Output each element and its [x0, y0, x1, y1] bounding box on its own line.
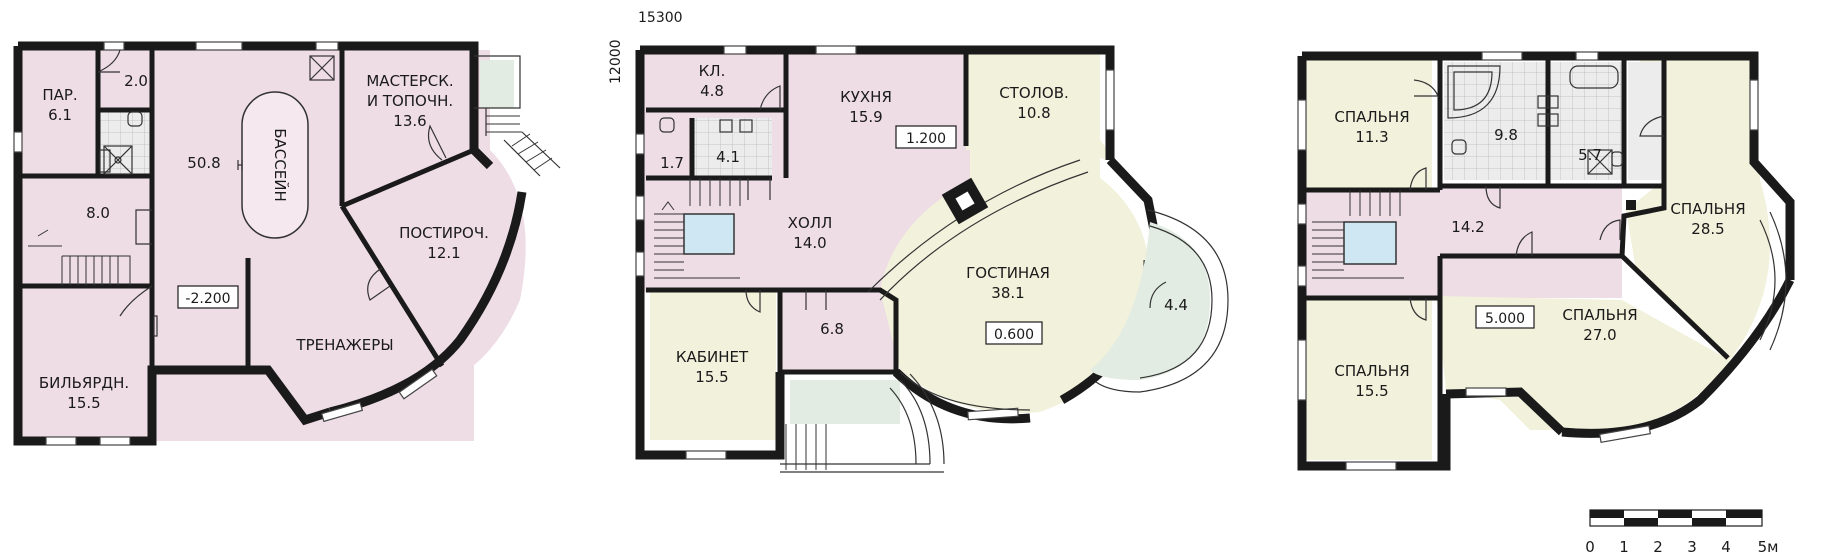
room-area-pantry: 4.8 — [700, 82, 724, 100]
toilet — [659, 117, 675, 133]
room-name-bedroom-1: СПАЛЬНЯ — [1334, 108, 1409, 126]
room-area-pool: 50.8 — [187, 154, 220, 172]
room-name-hall-ground: ХОЛЛ — [788, 214, 833, 232]
room-name-laundry: ПОСТИРОЧ. — [399, 224, 489, 242]
upper-wall-top — [1302, 51, 1795, 280]
room-area-6-8: 6.8 — [820, 320, 844, 338]
room-name-bedroom-3: СПАЛЬНЯ — [1562, 306, 1637, 324]
level-mark-living: 0.600 — [994, 327, 1034, 343]
room-name-billiard: БИЛЬЯРДН. — [39, 374, 129, 392]
corner-bath — [1447, 65, 1501, 119]
level-mark-kitchen: 1.200 — [906, 131, 946, 147]
room-area-bath-ground: 4.1 — [716, 148, 740, 166]
room-name-dining: СТОЛОВ. — [999, 84, 1069, 102]
basement-floor: БАССЕЙН ПАР. 6.1 2.0 8.0 БИЛЬЯРДН. 15.5 … — [13, 41, 561, 446]
pool-label: БАССЕЙН — [271, 128, 290, 201]
basement-wall-top — [18, 41, 479, 150]
room-area-bedroom-1: 11.3 — [1355, 128, 1388, 146]
room-area-bath: 2.0 — [124, 72, 148, 90]
room-area-dining: 10.8 — [1017, 104, 1050, 122]
door — [97, 49, 121, 73]
level-mark-upper: 5.000 — [1485, 311, 1525, 327]
room-area-bedroom-2: 28.5 — [1691, 220, 1724, 238]
ground-floor: 15300 12000 — [608, 10, 1229, 473]
shower-tray — [103, 145, 133, 175]
stairs — [61, 255, 131, 286]
width-dimension: 15300 — [638, 10, 683, 26]
room-area-wc: 1.7 — [660, 154, 684, 172]
room-name-steam: ПАР. — [42, 86, 77, 104]
room-area-hall-ground: 14.0 — [793, 234, 826, 252]
room-name-workshop: МАСТЕРСК. — [366, 72, 453, 90]
stair-well — [683, 213, 735, 255]
scale-tick-2: 2 — [1653, 538, 1663, 556]
room-area-garden: 4.4 — [1164, 296, 1188, 314]
scale-tick-1: 1 — [1619, 538, 1629, 556]
room-name-pantry: КЛ. — [699, 62, 726, 80]
stairs — [654, 213, 740, 279]
scale-tick-5: 5м — [1758, 538, 1779, 556]
room-area-bedroom-3: 27.0 — [1583, 326, 1616, 344]
room-area-steam: 6.1 — [48, 106, 72, 124]
bathtub — [1569, 65, 1619, 89]
room-area-shower-upper: 5.7 — [1578, 146, 1602, 164]
basement-wall-arc — [328, 191, 527, 417]
room-area-study: 15.5 — [695, 368, 728, 386]
room-area-laundry: 12.1 — [427, 244, 460, 262]
stair-well-upper — [1343, 221, 1397, 265]
scale-bar: 0 1 2 3 4 5м — [1585, 509, 1779, 556]
scale-tick-0: 0 — [1585, 538, 1595, 556]
room-area-bedroom-4: 15.5 — [1355, 382, 1388, 400]
room-name-kitchen: КУХНЯ — [840, 88, 892, 106]
room-area-billiard: 15.5 — [67, 394, 100, 412]
level-mark-basement: -2.200 — [185, 291, 230, 307]
window — [195, 41, 243, 51]
basement-wall-left-bottom — [13, 46, 332, 446]
room-name-bedroom-2: СПАЛЬНЯ — [1670, 200, 1745, 218]
room-name-workshop-2: И ТОПОЧН. — [367, 92, 453, 110]
upper-floor: СПАЛЬНЯ 11.3 9.8 5.7 14.2 СПАЛЬНЯ 28.5 С… — [1297, 51, 1795, 471]
toilet — [1451, 139, 1467, 155]
scale-tick-3: 3 — [1687, 538, 1697, 556]
room-area-living: 38.1 — [991, 284, 1024, 302]
room-name-bedroom-4: СПАЛЬНЯ — [1334, 362, 1409, 380]
room-area-bath-upper: 9.8 — [1494, 126, 1518, 144]
scale-tick-4: 4 — [1721, 538, 1731, 556]
room-name-living: ГОСТИНАЯ — [966, 264, 1050, 282]
room-area-hall: 8.0 — [86, 204, 110, 222]
toilet — [127, 111, 143, 127]
room-name-study: КАБИНЕТ — [676, 348, 749, 366]
room-area-workshop: 13.6 — [393, 112, 426, 130]
sink — [309, 55, 335, 81]
height-dimension: 12000 — [608, 39, 624, 84]
room-area-kitchen: 15.9 — [849, 108, 882, 126]
room-area-hall-upper: 14.2 — [1451, 218, 1484, 236]
room-name-gym: ТРЕНАЖЕРЫ — [295, 336, 393, 354]
